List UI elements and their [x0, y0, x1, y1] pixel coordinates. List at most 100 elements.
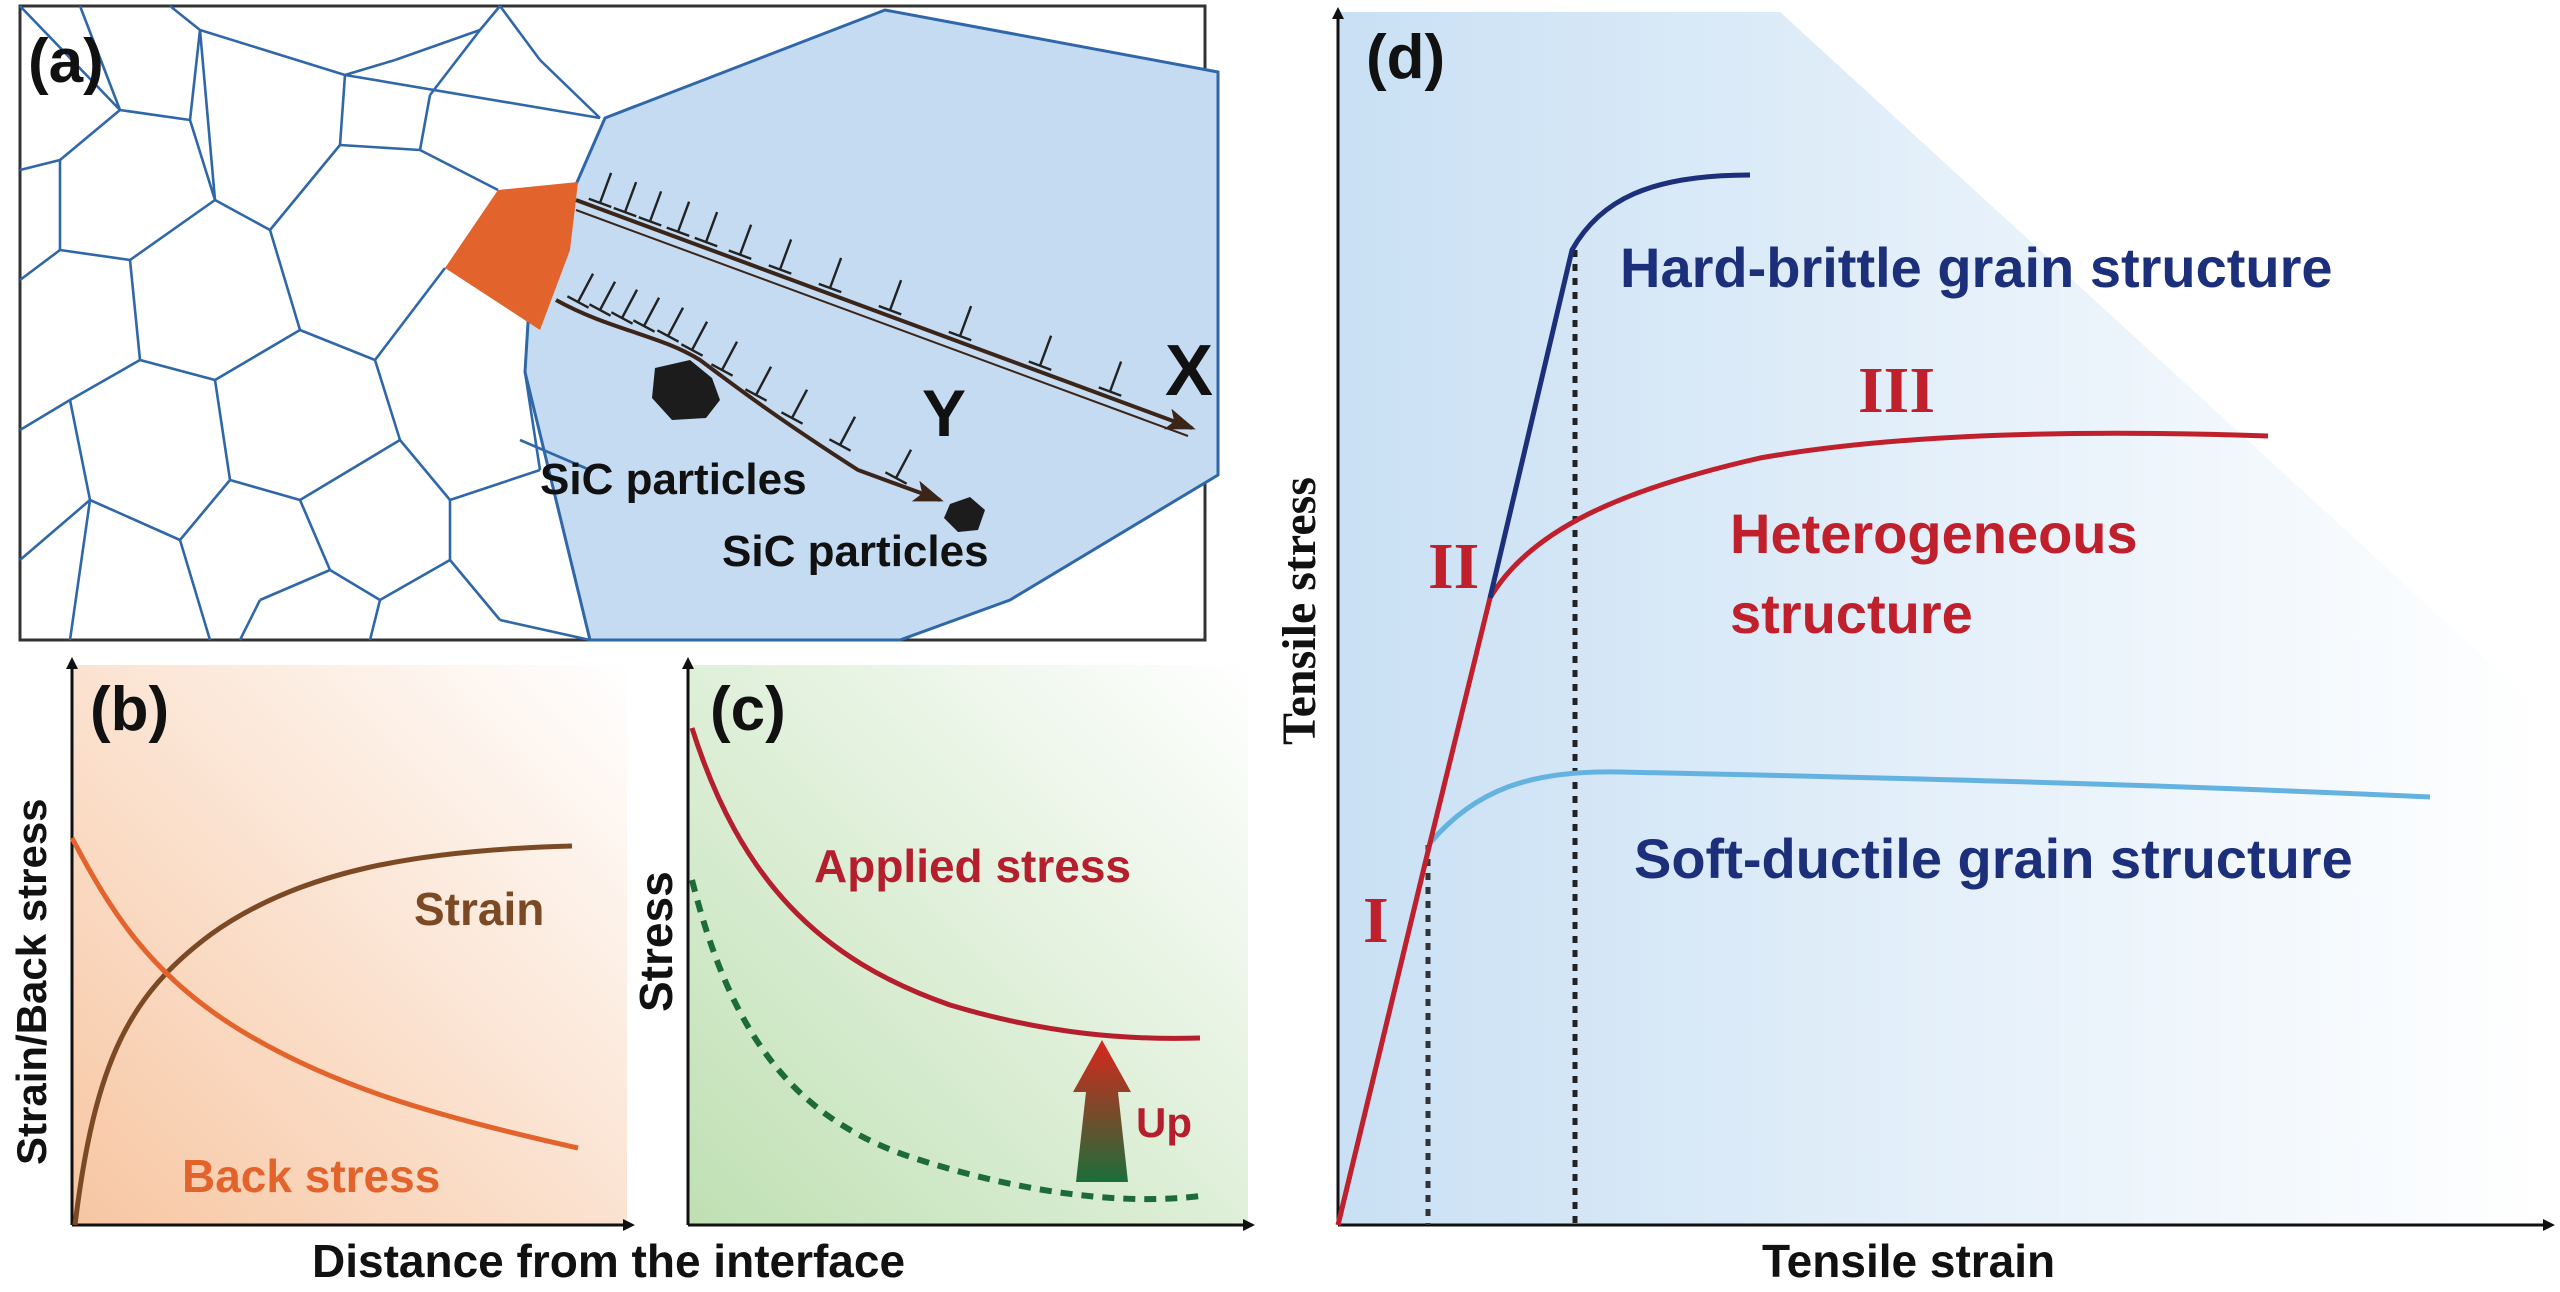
grain-boundary-segment — [169, 4, 201, 32]
dislocation-path-x — [575, 198, 1196, 430]
grain-boundary-segment — [344, 73, 601, 120]
grain-boundary-segment — [19, 5, 121, 111]
panel-c-stress: (c) Applied stress Up Stress — [630, 657, 1255, 1231]
grain-boundary-segment — [373, 267, 447, 361]
panel-a-grain-diagram: (a) X Y SiC particles SiC particles — [18, 4, 1220, 642]
sic-particle-small — [944, 497, 985, 532]
grain-boundary-segment — [78, 5, 122, 111]
panel-b-strain-back-stress: (b) Strain Back stress Strain/Back stres… — [8, 657, 905, 1287]
dislocation-symbol-base — [818, 282, 842, 294]
panel-a-letter: (a) — [28, 27, 104, 96]
dislocation-symbol-base — [744, 388, 768, 402]
dislocation-symbol — [642, 297, 661, 327]
panel-b-background — [72, 665, 627, 1225]
up-arrow-icon — [1073, 1040, 1131, 1182]
applied-stress-label: Applied stress — [814, 840, 1131, 892]
applied-stress-curve — [689, 727, 1201, 1041]
dislocation-symbol — [738, 224, 753, 256]
strain-curve — [72, 843, 573, 1226]
grain-boundary-segment — [68, 399, 92, 501]
grain-boundary-segment — [298, 499, 332, 571]
dislocation-ticks-y — [566, 273, 913, 485]
panel-d-x-axis-label: Tensile strain — [1762, 1235, 2055, 1287]
grain-boundary-segment — [238, 599, 262, 641]
dislocation-symbol-base — [588, 303, 612, 317]
dislocation-symbol-base — [694, 236, 718, 248]
grain-boundary-segment — [214, 198, 271, 232]
panel-b-y-axis-label: Strain/Back stress — [8, 798, 55, 1165]
grain-boundary-segment — [368, 599, 382, 641]
grain-boundary-segment — [449, 468, 541, 502]
grain-boundary-segment — [419, 148, 499, 192]
dislocation-symbol-base — [1028, 360, 1052, 371]
sic-particle-large — [652, 360, 720, 420]
grain-boundary-segment — [329, 568, 381, 602]
grain-boundary-segment — [499, 618, 591, 642]
grain-boundary-segment — [129, 198, 216, 262]
grain-boundary-segment — [428, 29, 482, 96]
stage-iii-label: III — [1858, 354, 1935, 427]
heterogeneous-curve — [1335, 430, 2269, 1226]
dislocation-ticks-x — [588, 172, 1123, 397]
dislocation-symbol-base — [666, 226, 690, 238]
heterogeneous-label-line1: Heterogeneous — [1730, 502, 2138, 565]
hard-brittle-label: Hard-brittle grain structure — [1620, 236, 2333, 299]
dislocation-symbol — [1038, 335, 1053, 367]
grain-boundary-segment — [19, 158, 61, 172]
dislocation-symbol-base — [613, 206, 637, 218]
dislocation-symbol-base — [638, 216, 662, 227]
panel-c-background — [688, 665, 1248, 1225]
dislocation-symbol — [828, 257, 843, 289]
grain-boundary-segment — [214, 328, 301, 382]
dislocation-symbol-base — [632, 319, 656, 333]
grain-boundary-segment — [379, 558, 451, 602]
grain-boundary-segment — [178, 539, 212, 641]
dislocation-symbol-base — [710, 363, 734, 377]
grain-boundary-segment — [213, 379, 232, 481]
back-stress-label: Back stress — [182, 1150, 440, 1202]
grain-boundary-segment — [539, 59, 601, 119]
coarse-grain — [523, 8, 1220, 642]
dislocation-symbol — [690, 321, 709, 351]
dislocation-symbol-base — [680, 343, 704, 357]
grain-boundary-segment — [259, 568, 331, 602]
stage-ii-label: II — [1428, 530, 1479, 603]
dislocation-symbol — [790, 389, 809, 419]
dislocation-symbol — [1108, 361, 1123, 392]
grain-boundary-segment — [338, 74, 347, 146]
back-stress-curve — [69, 836, 579, 1151]
soft-ductile-curve — [1335, 769, 2431, 1226]
panel-c-letter: (c) — [710, 675, 786, 744]
dislocation-symbol-base — [588, 197, 612, 209]
dislocation-symbol-base — [948, 330, 972, 342]
grain-boundary-segment — [479, 5, 501, 31]
dislocation-symbol — [598, 172, 613, 204]
dislocation-symbol — [648, 190, 663, 222]
grain-boundary-segment — [19, 248, 61, 282]
grain-boundary-segment — [69, 358, 141, 402]
orange-defect — [445, 182, 578, 330]
grain-boundary-segment — [119, 108, 191, 122]
panel-b-letter: (b) — [90, 675, 169, 744]
dislocation-symbol-base — [768, 264, 792, 275]
dislocation-symbol — [894, 449, 913, 479]
strain-label: Strain — [414, 883, 544, 935]
path-x-label: X — [1165, 331, 1213, 411]
dislocation-symbol — [666, 307, 685, 337]
path-y-label: Y — [922, 376, 966, 450]
dislocation-symbol-base — [878, 304, 902, 316]
grain-boundary-segment — [339, 143, 421, 152]
grain-boundary-segment — [199, 28, 346, 77]
dislocation-symbol — [576, 273, 595, 303]
dislocation-symbol-base — [1098, 386, 1122, 397]
sic-particle-label-1: SiC particles — [540, 455, 807, 504]
dislocation-symbol-base — [884, 471, 908, 485]
grain-boundary-segment — [139, 358, 216, 382]
grain-boundary-segment — [394, 28, 481, 62]
dislocation-symbol-base — [728, 249, 752, 260]
grain-boundary-segment — [268, 144, 342, 231]
heterogeneous-label-line2: structure — [1730, 582, 1973, 645]
dislocation-symbol-base — [780, 411, 804, 425]
dislocation-symbol-base — [566, 295, 590, 309]
